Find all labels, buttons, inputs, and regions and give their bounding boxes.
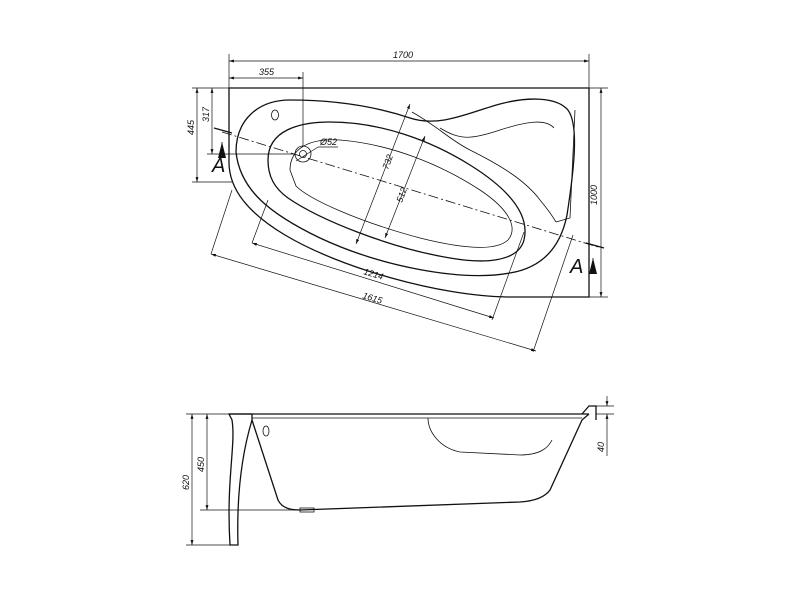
ext-1214-right: [491, 231, 525, 321]
section-tick-left: [213, 127, 233, 134]
dim-1214-label: 1214: [362, 266, 384, 281]
tub-seat-line-3: [555, 109, 576, 223]
tub-seat-line: [411, 111, 557, 223]
dim-1615: [210, 253, 537, 352]
dim-512-label: 512: [394, 186, 409, 204]
ext-1214-left: [251, 199, 269, 244]
dim-1214: [251, 242, 495, 319]
section-line-a-a: [221, 131, 599, 248]
dim-355-label: 355: [259, 67, 275, 77]
section-label-left: A: [211, 155, 225, 177]
side-view: 620 450 40: [181, 396, 614, 546]
dim-512: [384, 135, 426, 239]
tub-outer-contour: [228, 87, 590, 298]
dim-732: [355, 103, 411, 245]
side-seat-contour: [427, 417, 553, 456]
side-tub-body: [251, 413, 590, 511]
section-label-right: A: [569, 256, 583, 278]
dim-drain-label: Ø52: [319, 137, 337, 147]
dim-1000-label: 1000: [589, 185, 599, 205]
top-view: A A 1700 355 1000 317 445 Ø52 1214: [186, 50, 608, 353]
ext-1615-right: [532, 234, 574, 353]
side-overflow: [262, 425, 270, 437]
drain-outer: [294, 145, 312, 163]
ext-1615-left: [210, 189, 233, 255]
dim-317-label: 317: [201, 106, 211, 122]
dim-445-label: 445: [186, 119, 196, 135]
tub-seat-line-2: [439, 121, 555, 138]
overflow-hole: [271, 109, 279, 121]
tub-basin-contour: [267, 121, 526, 262]
dim-1615-label: 1615: [361, 290, 384, 306]
side-right-lip: [581, 405, 597, 420]
dim-1700-label: 1700: [393, 50, 413, 60]
dim-732-label: 732: [380, 153, 395, 171]
dim-40-label: 40: [596, 442, 606, 452]
side-left-panel: [227, 413, 253, 546]
dim-450-label: 450: [196, 457, 206, 472]
dim-drain-leader: [295, 146, 319, 162]
dim-620-label: 620: [181, 475, 191, 490]
